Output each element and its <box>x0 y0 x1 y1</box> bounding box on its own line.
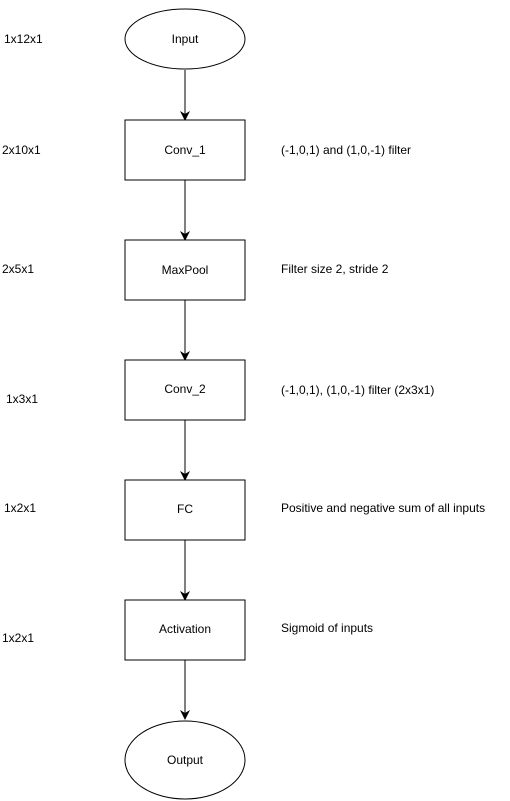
output-ellipse <box>124 720 246 800</box>
conv1-box <box>124 119 246 181</box>
input-label: Input <box>172 32 199 46</box>
node-input: Input 1x12x1 <box>4 8 246 70</box>
activation-label: Activation <box>159 622 211 636</box>
input-shape-label: 1x12x1 <box>4 32 43 46</box>
conv2-note: (-1,0,1), (1,0,-1) filter (2x3x1) <box>281 383 434 397</box>
maxpool-box <box>124 239 246 301</box>
conv2-shape-label: 1x3x1 <box>6 392 38 406</box>
fc-shape-label: 1x2x1 <box>4 501 36 515</box>
output-label: Output <box>167 753 204 767</box>
fc-note: Positive and negative sum of all inputs <box>281 501 485 515</box>
conv1-label: Conv_1 <box>164 143 206 157</box>
activation-note: Sigmoid of inputs <box>281 621 373 635</box>
maxpool-label: MaxPool <box>162 263 209 277</box>
conv1-shape-label: 2x10x1 <box>2 143 41 157</box>
fc-box <box>124 479 246 541</box>
maxpool-note: Filter size 2, stride 2 <box>281 262 389 276</box>
conv2-label: Conv_2 <box>164 382 206 396</box>
conv1-note: (-1,0,1) and (1,0,-1) filter <box>281 143 411 157</box>
activation-shape-label: 1x2x1 <box>2 631 34 645</box>
node-output: Output <box>124 720 246 800</box>
conv2-box <box>124 359 246 421</box>
fc-label: FC <box>177 502 193 516</box>
input-ellipse <box>124 8 246 70</box>
node-conv2: Conv_2 1x3x1 (-1,0,1), (1,0,-1) filter (… <box>6 359 434 421</box>
node-fc: FC 1x2x1 Positive and negative sum of al… <box>4 479 485 541</box>
node-activation: Activation 1x2x1 Sigmoid of inputs <box>2 599 373 661</box>
activation-box <box>124 599 246 661</box>
node-conv1: Conv_1 2x10x1 (-1,0,1) and (1,0,-1) filt… <box>2 119 411 181</box>
node-maxpool: MaxPool 2x5x1 Filter size 2, stride 2 <box>2 239 389 301</box>
maxpool-shape-label: 2x5x1 <box>2 262 34 276</box>
